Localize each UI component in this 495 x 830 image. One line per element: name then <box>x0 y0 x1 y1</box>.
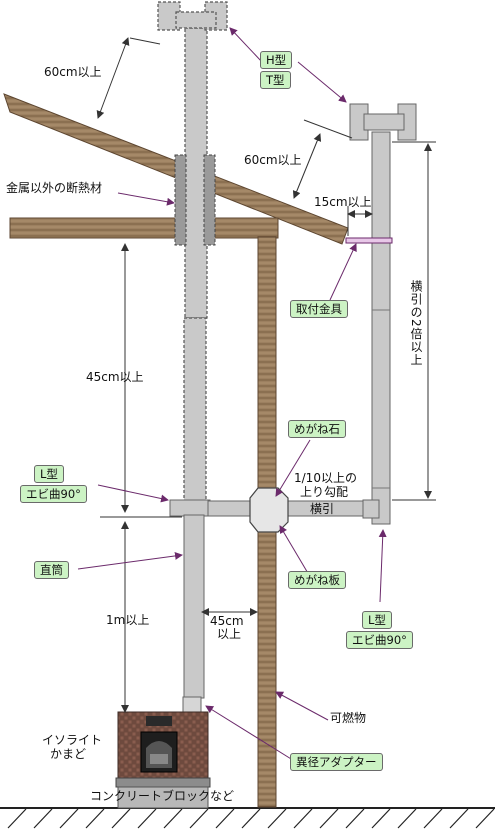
stove-label-line1: イソライト <box>42 733 103 747</box>
l-type-right-label: L型 <box>362 611 392 630</box>
elbow-90-right-label: エビ曲90° <box>346 631 413 650</box>
megane-plate-label: めがね板 <box>288 571 346 590</box>
dimension-lines <box>96 37 436 713</box>
ground <box>0 807 495 829</box>
reducer-adapter-label: 異径アダプター <box>290 753 383 772</box>
roof-clearance-60cm-right: 60cm以上 <box>244 153 302 167</box>
non-metal-insulation-label: 金属以外の断熱材 <box>6 181 103 195</box>
stove-label-line2: かまど <box>50 747 87 761</box>
elbow-90-left-label: エビ曲90° <box>20 485 87 504</box>
clearance-15cm: 15cm以上 <box>314 195 372 209</box>
straight-pipe-label: 直筒 <box>34 561 69 580</box>
slope-label-line2: 上り勾配 <box>300 485 349 499</box>
leader-lines <box>77 27 387 763</box>
left-chimney-upper <box>157 1 228 502</box>
wall-clearance-45cm: 45cm <box>210 614 244 628</box>
slope-label-line1: 1/10以上の <box>294 471 357 485</box>
twice-horizontal-run-label: 横引の2倍以上 <box>409 280 423 367</box>
vertical-clearance-45cm: 45cm以上 <box>86 370 144 384</box>
floor-clearance-1m: 1m以上 <box>106 613 150 627</box>
megane-stone-label: めがね石 <box>288 420 346 439</box>
concrete-block-label: コンクリートブロックなど <box>90 789 235 803</box>
mounting-bracket-label: 取付金具 <box>290 300 348 319</box>
stove <box>115 711 211 809</box>
combustible-label: 可燃物 <box>330 711 367 725</box>
megane-stone <box>249 487 289 533</box>
wall-clearance-45cm-line2: 以上 <box>217 627 242 641</box>
ceiling-beam <box>9 217 279 239</box>
roof-clearance-60cm-left: 60cm以上 <box>44 65 102 79</box>
right-chimney <box>345 103 417 525</box>
t-type-label: T型 <box>260 71 291 90</box>
l-type-left-label: L型 <box>34 465 64 484</box>
left-lower-piping <box>169 499 211 714</box>
horizontal-pipe <box>207 500 379 517</box>
h-type-label: H型 <box>260 51 293 70</box>
horizontal-run-label: 横引 <box>310 502 335 516</box>
